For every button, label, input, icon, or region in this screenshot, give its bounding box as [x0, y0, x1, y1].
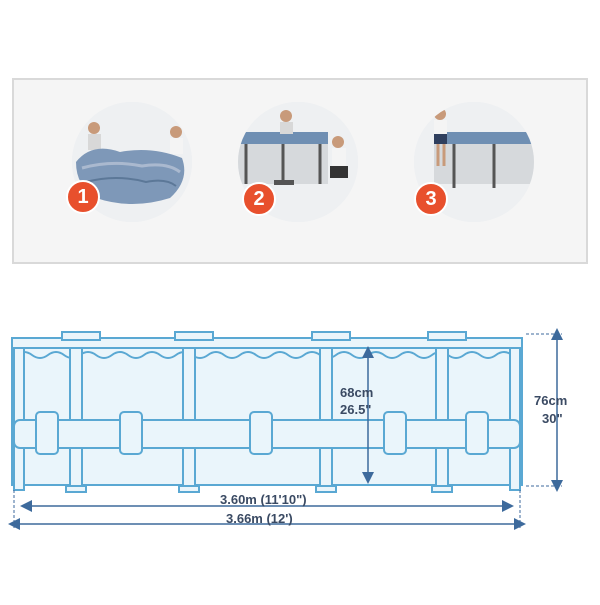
step-1: 1 [66, 102, 192, 222]
step-2-badge: 2 [242, 182, 276, 216]
outer-width-label: 3.66m (12') [226, 511, 293, 526]
step-1-badge: 1 [66, 180, 100, 214]
pool-frame-drawing [8, 328, 563, 530]
step-3: 3 [414, 102, 534, 222]
total-height-in-label: 30" [542, 411, 563, 426]
step-2: 2 [238, 102, 358, 222]
water-height-in-label: 26.5" [340, 402, 372, 417]
total-height-cm-label: 76cm [534, 393, 568, 408]
step-3-badge: 3 [414, 182, 448, 216]
step-1-photo [72, 102, 192, 222]
water-height-cm-label: 68cm [340, 385, 374, 400]
pool-dimension-diagram: 68cm 26.5" 76cm 30" 3.60m (11'10") 3.66m… [0, 300, 600, 600]
assembly-steps-panel: 1 2 [12, 78, 588, 264]
inner-width-label: 3.60m (11'10") [220, 492, 307, 507]
